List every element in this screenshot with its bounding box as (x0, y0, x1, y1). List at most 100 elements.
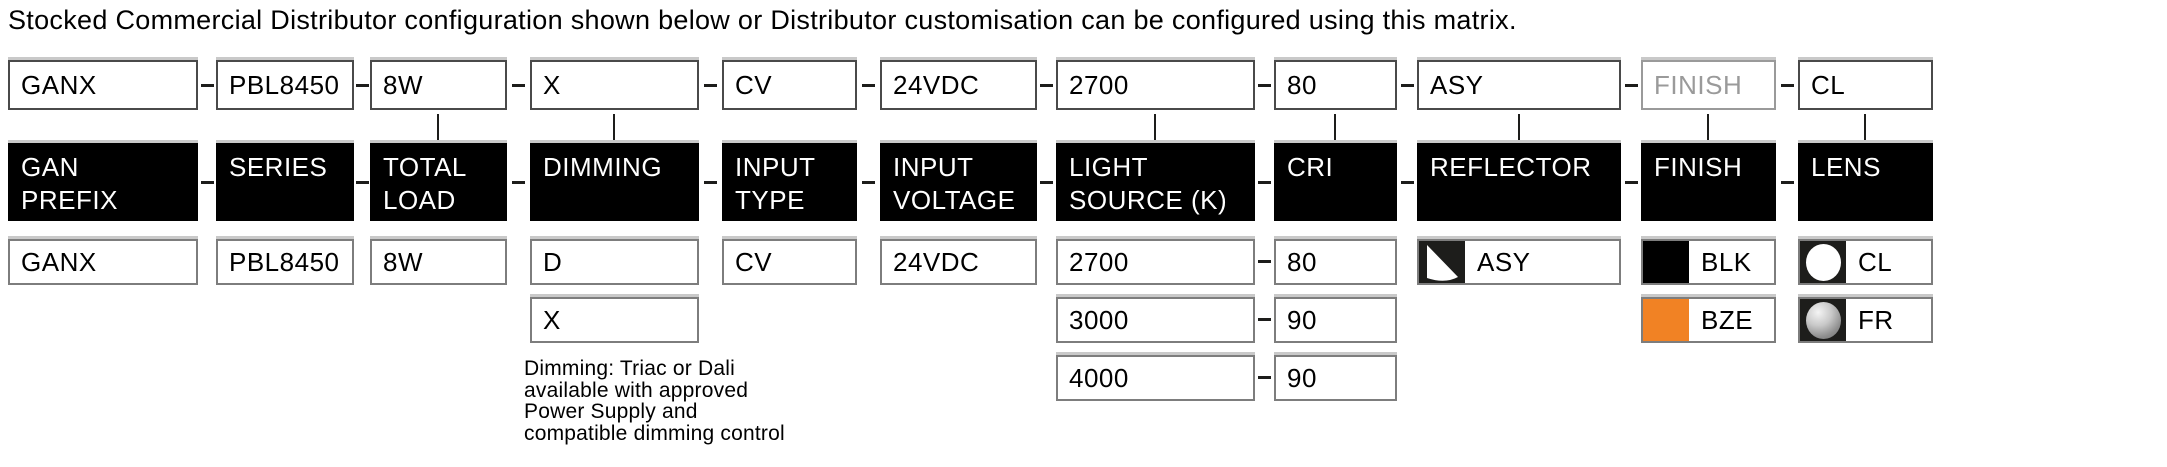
connector-dash (512, 84, 525, 87)
connector-line (1154, 114, 1156, 141)
option-light-source-2700: 2700 (1056, 239, 1255, 285)
header-line: TOTAL (383, 152, 467, 182)
header-line: LOAD (383, 185, 456, 216)
connector-dash (704, 84, 717, 87)
dimming-note-line: Power Supply and (524, 400, 698, 423)
header-line: LIGHT (1069, 152, 1149, 182)
header-lens: LENS (1798, 143, 1933, 221)
connector-dash (1625, 84, 1638, 87)
connector-dash (1401, 84, 1414, 87)
option-dimming-x: X (530, 297, 699, 343)
connector-dash (1258, 84, 1271, 87)
option-finish-bze: BZE (1641, 297, 1776, 343)
option-gan-prefix: GANX (8, 239, 198, 285)
header-line: SOURCE (K) (1069, 185, 1228, 216)
option-label: BZE (1701, 304, 1754, 335)
header-light-source: LIGHT SOURCE (K) (1056, 143, 1255, 221)
code-box-cri: 80 (1274, 60, 1397, 110)
header-finish: FINISH (1641, 143, 1776, 221)
clear-lens-icon (1800, 241, 1846, 283)
dimming-note: Dimming: Triac or Dali available with ap… (524, 358, 785, 444)
header-line: FINISH (1654, 152, 1743, 182)
code-box-dimming: X (530, 60, 699, 110)
header-reflector: REFLECTOR (1417, 143, 1621, 221)
code-box-reflector: ASY (1417, 60, 1621, 110)
option-label: ASY (1477, 246, 1531, 277)
option-lens-cl: CL (1798, 239, 1933, 285)
option-label: CL (1858, 246, 1893, 277)
connector-dash (704, 181, 717, 184)
connector-dash (1781, 181, 1794, 184)
option-label: FR (1858, 304, 1894, 335)
option-cri-90b: 90 (1274, 355, 1397, 401)
header-gan-prefix: GAN PREFIX (8, 143, 198, 221)
bronze-finish-swatch (1643, 299, 1689, 341)
code-box-gan-prefix: GANX (8, 60, 198, 110)
header-line: DIMMING (543, 152, 663, 182)
black-finish-swatch (1643, 241, 1689, 283)
connector-line (1707, 114, 1709, 141)
connector-dash (1258, 318, 1271, 321)
option-light-source-3000: 3000 (1056, 297, 1255, 343)
option-cri-80: 80 (1274, 239, 1397, 285)
header-series: SERIES (216, 143, 354, 221)
code-box-finish-placeholder: FINISH (1641, 60, 1776, 110)
header-line: PREFIX (21, 185, 118, 216)
option-dimming-d: D (530, 239, 699, 285)
connector-line (437, 114, 439, 141)
connector-dash (201, 84, 214, 87)
header-line: VOLTAGE (893, 185, 1016, 216)
connector-dash (1040, 84, 1053, 87)
header-line: CRI (1287, 152, 1334, 182)
connector-dash (356, 181, 369, 184)
connector-dash (201, 181, 214, 184)
connector-dash (1625, 181, 1638, 184)
header-line: REFLECTOR (1430, 152, 1592, 182)
header-line: INPUT (893, 152, 974, 182)
code-box-input-type: CV (722, 60, 857, 110)
option-light-source-4000: 4000 (1056, 355, 1255, 401)
header-dimming: DIMMING (530, 143, 699, 221)
option-input-voltage: 24VDC (880, 239, 1037, 285)
connector-line (1518, 114, 1520, 141)
connector-line (1334, 114, 1336, 141)
code-box-input-voltage: 24VDC (880, 60, 1037, 110)
option-finish-blk: BLK (1641, 239, 1776, 285)
code-box-lens: CL (1798, 60, 1933, 110)
connector-line (613, 114, 615, 141)
code-box-light-source: 2700 (1056, 60, 1255, 110)
dimming-note-line: Dimming: Triac or Dali (524, 357, 735, 380)
connector-line (1864, 114, 1866, 141)
code-box-total-load: 8W (370, 60, 507, 110)
connector-dash (1781, 84, 1794, 87)
asymmetric-reflector-icon (1419, 241, 1465, 283)
connector-dash (1258, 260, 1271, 263)
option-input-type: CV (722, 239, 857, 285)
option-cri-90: 90 (1274, 297, 1397, 343)
frosted-lens-icon (1800, 299, 1846, 341)
header-cri: CRI (1274, 143, 1397, 221)
connector-dash (1258, 181, 1271, 184)
header-line: LENS (1811, 152, 1881, 182)
connector-dash (356, 84, 369, 87)
connector-dash (862, 84, 875, 87)
connector-dash (1401, 181, 1414, 184)
connector-dash (512, 181, 525, 184)
header-line: TYPE (735, 185, 805, 216)
connector-dash (862, 181, 875, 184)
option-total-load: 8W (370, 239, 507, 285)
option-series: PBL8450 (216, 239, 354, 285)
option-reflector-asy: ASY (1417, 239, 1621, 285)
dimming-note-line: available with approved (524, 378, 749, 402)
header-input-type: INPUT TYPE (722, 143, 857, 221)
option-label: BLK (1701, 246, 1752, 277)
code-box-series: PBL8450 (216, 60, 354, 110)
option-lens-fr: FR (1798, 297, 1933, 343)
header-input-voltage: INPUT VOLTAGE (880, 143, 1037, 221)
connector-dash (1258, 376, 1271, 379)
connector-dash (1040, 181, 1053, 184)
header-line: GAN (21, 152, 79, 182)
header-line: SERIES (229, 152, 328, 182)
header-total-load: TOTAL LOAD (370, 143, 507, 221)
